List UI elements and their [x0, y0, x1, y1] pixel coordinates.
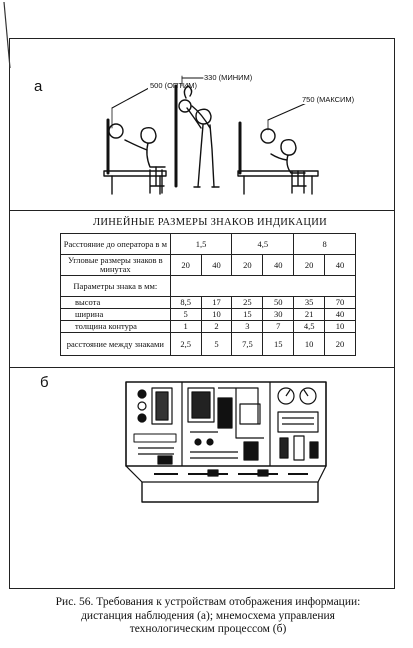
distance-label-minimum: 330 (МИНИМ)	[204, 73, 253, 82]
figure-caption: Рис. 56. Требования к устройствам отобра…	[30, 596, 386, 637]
distance-header: Расстояние до оператора в м	[60, 233, 171, 255]
cell: 17	[200, 296, 233, 309]
cell: 3	[231, 320, 264, 333]
table-row: Угловые размеры знаков в минутах 20 40 2…	[60, 254, 356, 276]
cell: 4,5	[293, 320, 326, 333]
table-row: Параметры знака в мм:	[60, 275, 357, 297]
params-header: Параметры знака в мм:	[60, 275, 171, 297]
cell: 10	[324, 320, 356, 333]
distance-value: 1,5	[169, 233, 233, 255]
angle-header: Угловые размеры знаков в минутах	[60, 254, 171, 276]
angle-value: 20	[293, 254, 326, 276]
divider-table-b	[9, 367, 395, 368]
cell: 40	[324, 308, 356, 321]
angle-value: 20	[231, 254, 264, 276]
cell: 50	[262, 296, 295, 309]
cell: 1	[169, 320, 202, 333]
caption-line: Рис. 56. Требования к устройствам отобра…	[55, 596, 361, 608]
row-label: ширина	[60, 308, 171, 321]
operator-standing-minimum	[174, 84, 220, 188]
cell: 21	[293, 308, 326, 321]
distance-label-maximum: 750 (МАКСИМ)	[302, 95, 355, 104]
row-label: расстояние между знаками	[60, 332, 171, 356]
divider-a-table	[9, 210, 395, 211]
table-row: Расстояние до оператора в м 1,5 4,5 8	[60, 233, 356, 255]
viewing-distance-illustration: 500 (ОПТИМ) 330 (МИНИМ) 750 (МАКСИМ)	[103, 72, 356, 195]
panel-b-label: б	[40, 374, 49, 391]
angle-value: 40	[324, 254, 356, 276]
table-row: ширина 5 10 15 30 21 40	[60, 308, 356, 321]
caption-line: дистанция наблюдения (а); мнемосхема упр…	[81, 609, 335, 622]
cell: 7,5	[231, 332, 264, 356]
cell: 70	[324, 296, 356, 309]
cell: 2	[200, 320, 233, 333]
cell: 5	[169, 308, 202, 321]
empty-cell	[169, 275, 357, 297]
angle-value: 20	[169, 254, 202, 276]
cell: 35	[293, 296, 326, 309]
row-label: высота	[60, 296, 171, 309]
table-row: расстояние между знаками 2,5 5 7,5 15 10…	[60, 332, 356, 356]
figure-frame	[9, 38, 395, 589]
cell: 15	[262, 332, 295, 356]
table-title: ЛИНЕЙНЫЕ РАЗМЕРЫ ЗНАКОВ ИНДИКАЦИИ	[92, 217, 328, 228]
sign-dimensions-table: Расстояние до оператора в м 1,5 4,5 8 Уг…	[60, 233, 357, 356]
angle-value: 40	[200, 254, 233, 276]
cell: 30	[262, 308, 295, 321]
cell: 5	[200, 332, 233, 356]
cell: 10	[200, 308, 233, 321]
operator-seated-maximum	[237, 121, 319, 195]
caption-line: технологическим процессом (б)	[129, 623, 287, 636]
cell: 7	[262, 320, 295, 333]
panel-a-label: а	[34, 78, 43, 95]
angle-value: 40	[262, 254, 295, 276]
row-label: толщина контура	[60, 320, 171, 333]
cell: 25	[231, 296, 264, 309]
table-row: высота 8,5 17 25 50 35 70	[60, 296, 356, 309]
cell: 20	[324, 332, 356, 356]
scan-mark	[3, 1, 11, 69]
distance-label-optimal: 500 (ОПТИМ)	[150, 81, 198, 90]
cell: 2,5	[169, 332, 202, 356]
cell: 8,5	[169, 296, 202, 309]
distance-value: 8	[293, 233, 356, 255]
distance-value: 4,5	[231, 233, 295, 255]
cell: 10	[293, 332, 326, 356]
table-row: толщина контура 1 2 3 7 4,5 10	[60, 320, 356, 333]
cell: 15	[231, 308, 264, 321]
operator-seated-optimal	[103, 118, 167, 195]
control-console-mnemonic	[125, 381, 327, 503]
